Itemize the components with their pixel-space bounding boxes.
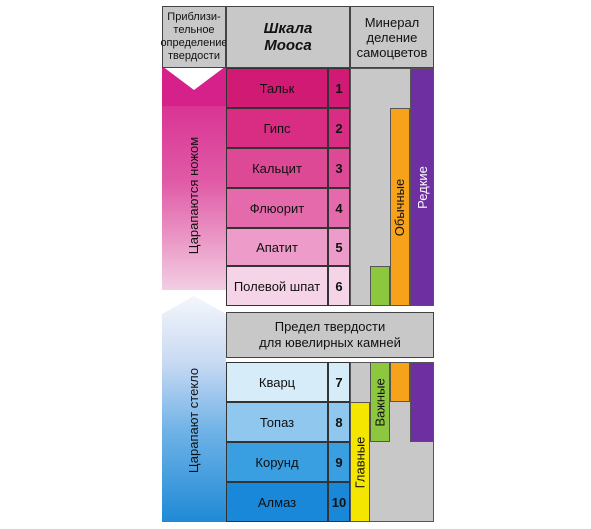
- mineral-header: Минерал деление самоцветов: [350, 6, 434, 68]
- mohs-number-10: 10: [328, 482, 350, 522]
- common-label: Обычные: [392, 178, 408, 236]
- mohs-number-9: 9: [328, 442, 350, 482]
- knife-zone-arrow-shape: [162, 66, 226, 106]
- jewelry-limit-label: Предел твердости для ювелирных камней: [226, 312, 434, 358]
- green-bar-upper: [370, 266, 390, 306]
- mohs-number-3: 3: [328, 148, 350, 188]
- mohs-number-6: 6: [328, 266, 350, 306]
- orange-bar-lower: [390, 362, 410, 402]
- mineral-gypsum: Гипс: [226, 108, 328, 148]
- main-label: Главные: [352, 436, 368, 488]
- mineral-topaz: Топаз: [226, 402, 328, 442]
- mineral-corundum: Корунд: [226, 442, 328, 482]
- rare-label: Редкие: [414, 165, 430, 209]
- mohs-number-1: 1: [328, 68, 350, 108]
- glass-label-text: Царапают стекло: [186, 367, 202, 473]
- important-label: Важные: [372, 377, 388, 427]
- mohs-number-8: 8: [328, 402, 350, 442]
- mineral-diamond: Алмаз: [226, 482, 328, 522]
- mineral-feldspar: Полевой шпат: [226, 266, 328, 306]
- main-bar: Главные: [350, 402, 370, 522]
- purple-bar-lower: [410, 362, 434, 442]
- mohs-header: Шкала Мооса: [226, 6, 350, 68]
- mineral-fluorite: Флюорит: [226, 188, 328, 228]
- knife-label: Царапаются ножом: [162, 110, 226, 280]
- mohs-number-7: 7: [328, 362, 350, 402]
- mineral-quartz: Кварц: [226, 362, 328, 402]
- glass-zone-arrow-shape: [162, 290, 226, 314]
- approx-header: Приблизи- тельное определение твердости: [160, 6, 228, 68]
- mohs-number-2: 2: [328, 108, 350, 148]
- mohs-number-4: 4: [328, 188, 350, 228]
- important-bar: Важные: [370, 362, 390, 442]
- common-bar: Обычные: [390, 108, 410, 306]
- glass-zone: [162, 296, 226, 522]
- knife-label-text: Царапаются ножом: [186, 136, 202, 254]
- mineral-apatite: Апатит: [226, 228, 328, 266]
- rare-bar: Редкие: [410, 68, 434, 306]
- mineral-talc: Тальк: [226, 68, 328, 108]
- glass-label: Царапают стекло: [162, 330, 226, 510]
- mineral-calcite: Кальцит: [226, 148, 328, 188]
- mohs-number-5: 5: [328, 228, 350, 266]
